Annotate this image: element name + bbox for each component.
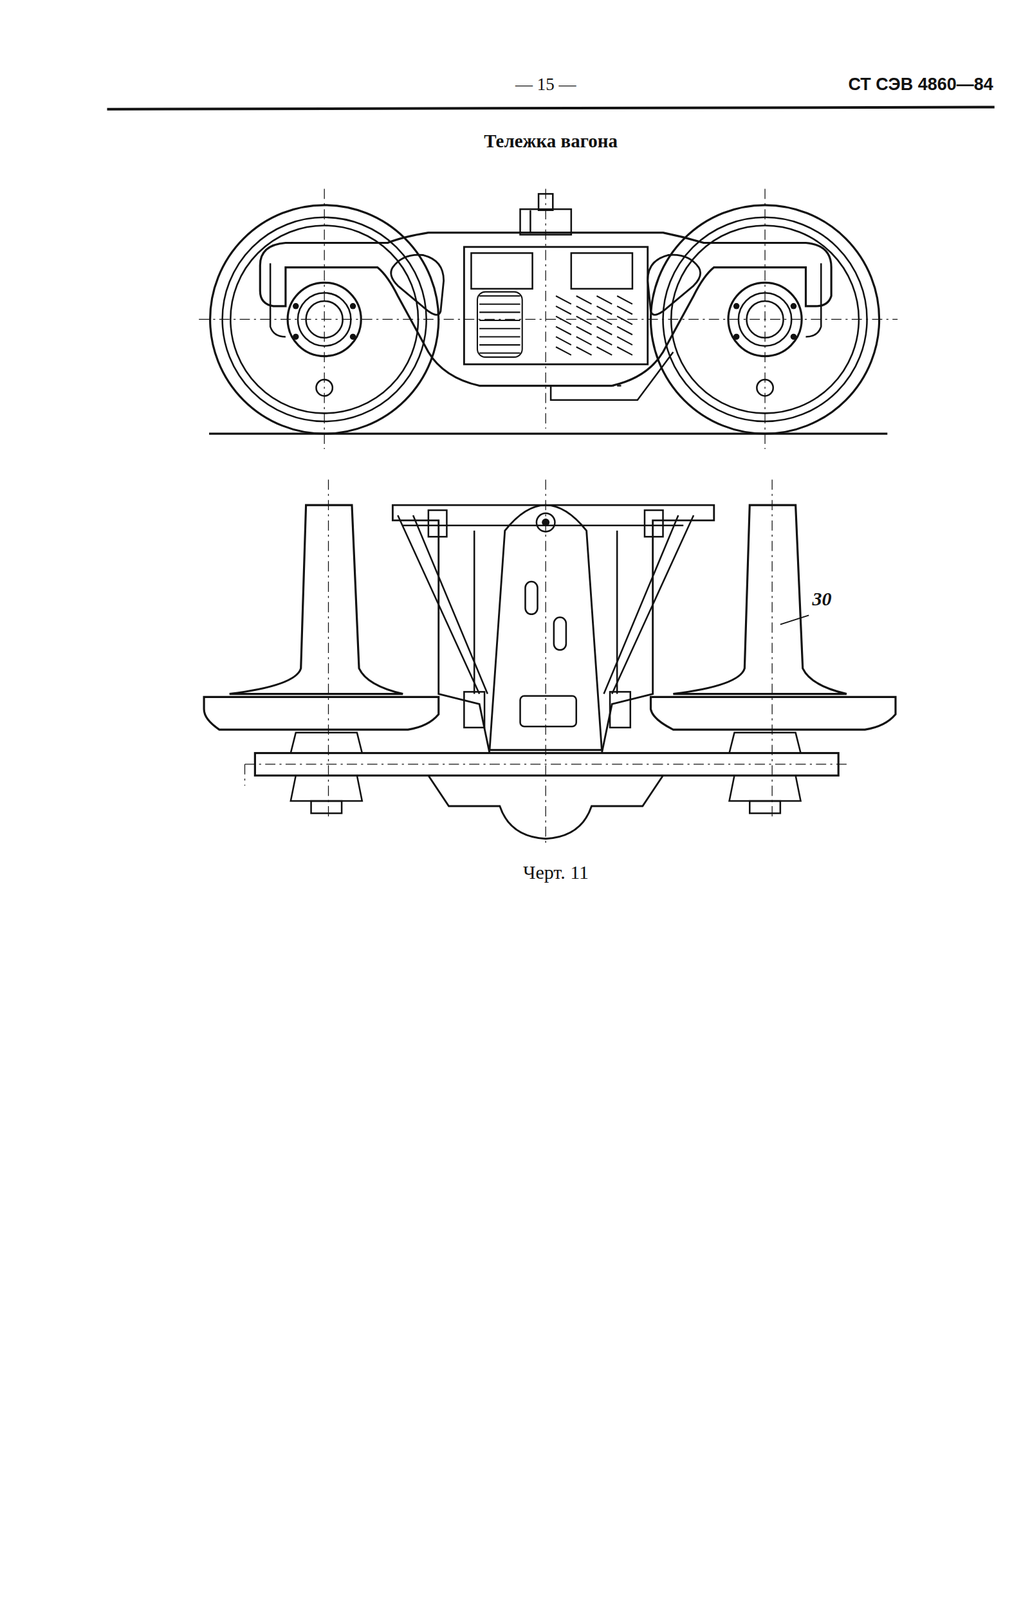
callout-number: 30 xyxy=(810,588,833,610)
figure-caption: Черт. 11 xyxy=(521,861,590,883)
page-number: — 15 — xyxy=(514,75,578,95)
figure-title: Тележка вагона xyxy=(482,131,619,152)
standard-code: СТ СЭВ 4860—84 xyxy=(846,75,994,95)
